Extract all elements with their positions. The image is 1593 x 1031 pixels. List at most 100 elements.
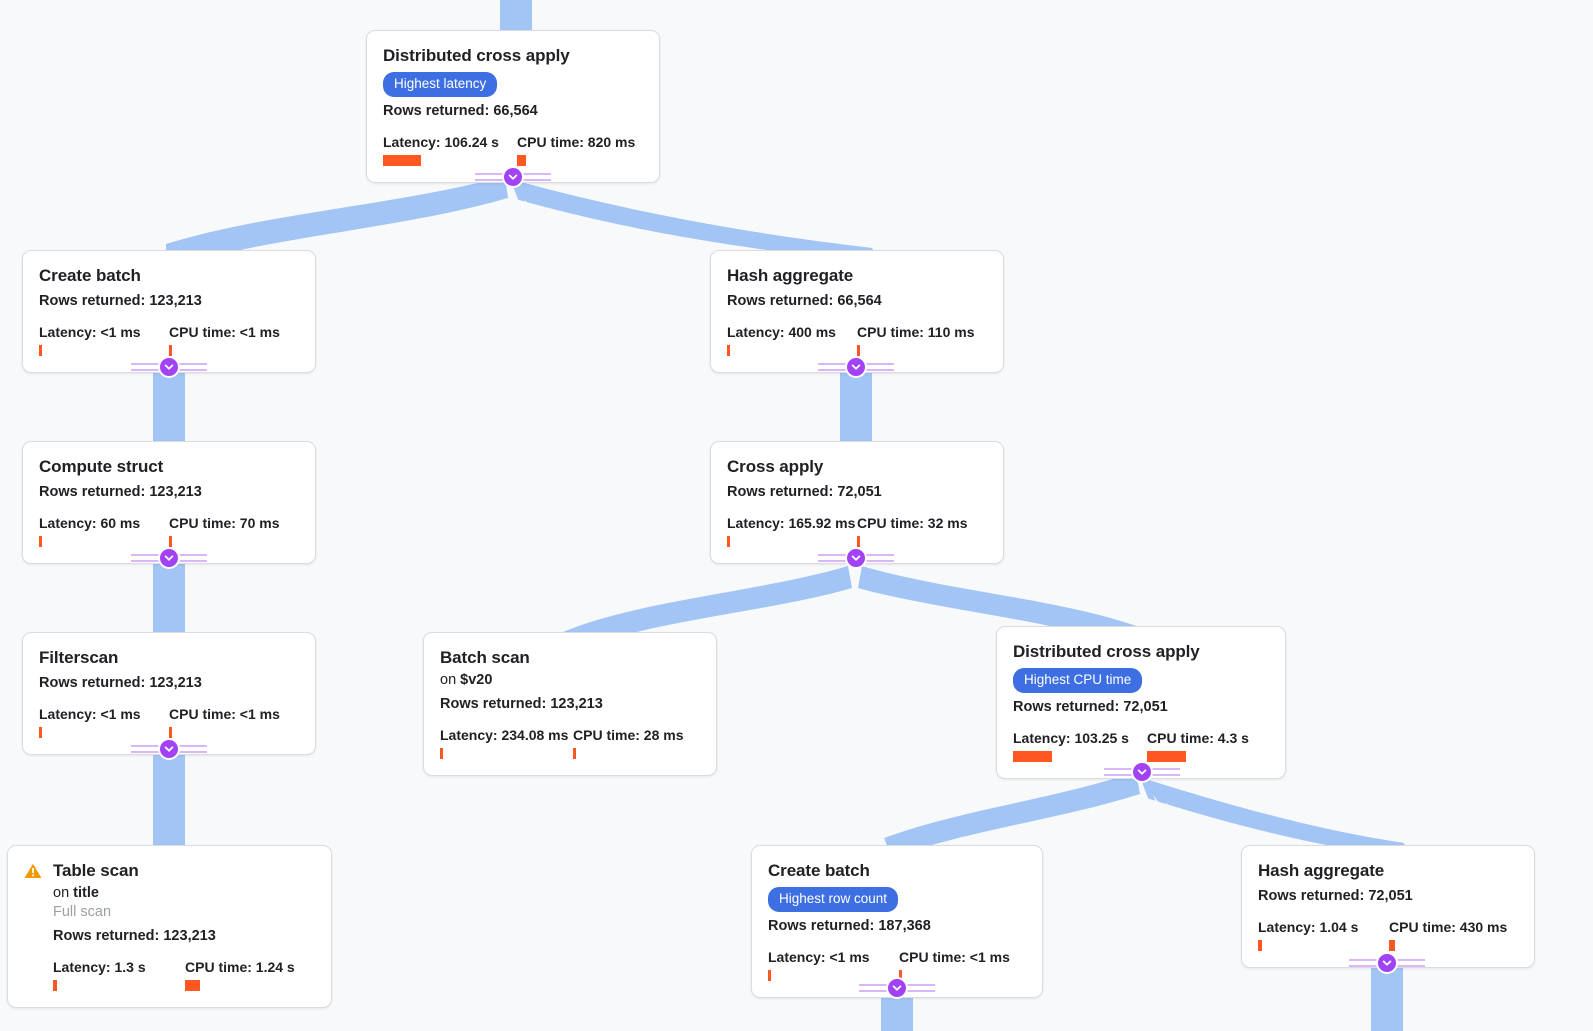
collapse-toggle-create-batch-lower[interactable] [859,976,935,1000]
latency-metric: Latency: 60 ms [39,515,169,547]
latency-metric: Latency: 1.04 s [1258,919,1389,951]
warning-triangle-icon [24,863,42,884]
latency-bar [53,980,57,991]
node-title: Hash aggregate [1258,861,1385,880]
chevron-down-icon [1376,952,1398,974]
latency-label: Latency: 106.24 s [383,134,499,150]
plan-node-cross-apply[interactable]: Cross apply Rows returned: 72,051 Latenc… [710,441,1004,564]
latency-bar [39,345,42,356]
cpu-time-bar [517,155,526,166]
chevron-down-icon [158,738,180,760]
plan-node-hash-aggregate-lower[interactable]: Hash aggregate Rows returned: 72,051 Lat… [1241,845,1535,968]
rows-returned: Rows returned: 66,564 [727,293,882,309]
chevron-down-icon [158,356,180,378]
cpu-time-bar [1147,751,1186,762]
latency-metric: Latency: 1.3 s [53,959,185,991]
cpu-time-bar [169,727,172,738]
collapse-toggle-distributed-cross-apply-root[interactable] [475,165,551,189]
cpu-metric: CPU time: <1 ms [169,324,280,356]
latency-bar [440,748,443,759]
on-prefix: on [53,885,74,901]
chevron-down-icon [845,356,867,378]
latency-bar [727,345,730,356]
cpu-metric: CPU time: 4.3 s [1147,730,1249,762]
rows-returned: Rows returned: 123,213 [440,696,603,712]
node-title: Compute struct [39,457,164,476]
cpu-time-label: CPU time: 110 ms [857,324,975,340]
cpu-time-bar [857,345,860,356]
plan-node-hash-aggregate-upper[interactable]: Hash aggregate Rows returned: 66,564 Lat… [710,250,1004,373]
collapse-toggle-hash-aggregate-upper[interactable] [818,355,894,379]
cpu-time-label: CPU time: 4.3 s [1147,730,1249,746]
target-name: title [73,885,99,901]
cpu-metric: CPU time: 28 ms [573,727,683,759]
status-badge: Highest row count [768,887,899,912]
metrics: Latency: <1 ms CPU time: <1 ms [39,706,299,738]
plan-node-distributed-cross-apply-lower[interactable]: Distributed cross apply Highest CPU time… [996,626,1286,779]
collapse-toggle-distributed-cross-apply-lower[interactable] [1104,760,1180,784]
collapse-toggle-hash-aggregate-lower[interactable] [1349,951,1425,975]
plan-node-batch-scan[interactable]: Batch scan on $v20 Rows returned: 123,21… [423,632,717,776]
cpu-metric: CPU time: 820 ms [517,134,635,166]
collapse-toggle-cross-apply[interactable] [818,546,894,570]
node-title: Create batch [768,861,870,880]
cpu-metric: CPU time: <1 ms [899,949,1010,981]
latency-label: Latency: 60 ms [39,515,141,531]
cpu-time-bar [169,536,172,547]
plan-node-filterscan[interactable]: Filterscan Rows returned: 123,213 Latenc… [22,632,316,755]
latency-metric: Latency: 400 ms [727,324,857,356]
on-prefix: on [440,672,461,688]
plan-node-compute-struct[interactable]: Compute struct Rows returned: 123,213 La… [22,441,316,564]
rows-returned: Rows returned: 123,213 [39,484,202,500]
cpu-time-label: CPU time: <1 ms [169,706,280,722]
cpu-metric: CPU time: 32 ms [857,515,967,547]
metrics: Latency: 165.92 ms CPU time: 32 ms [727,515,987,547]
metrics: Latency: 400 ms CPU time: 110 ms [727,324,987,356]
latency-bar [727,536,730,547]
latency-label: Latency: <1 ms [39,324,141,340]
node-title: Batch scan [440,648,530,667]
cpu-metric: CPU time: 110 ms [857,324,975,356]
scan-note: Full scan [53,904,112,920]
cpu-time-label: CPU time: 32 ms [857,515,968,531]
rows-returned: Rows returned: 123,213 [39,293,202,309]
rows-returned: Rows returned: 123,213 [53,928,216,944]
latency-label: Latency: 1.04 s [1258,919,1359,935]
rows-returned: Rows returned: 72,051 [727,484,882,500]
cpu-time-bar [169,345,172,356]
status-badge: Highest CPU time [1013,668,1143,693]
rows-returned: Rows returned: 72,051 [1013,699,1168,715]
plan-node-distributed-cross-apply-root[interactable]: Distributed cross apply Highest latency … [366,30,660,183]
collapse-toggle-compute-struct[interactable] [131,546,207,570]
node-target: on $v20 [440,671,700,690]
rows-returned: Rows returned: 123,213 [39,675,202,691]
node-title: Distributed cross apply [1013,642,1200,661]
plan-node-table-scan[interactable]: Table scan on title Full scan Rows retur… [7,845,332,1008]
collapse-toggle-filterscan[interactable] [131,737,207,761]
latency-label: Latency: 1.3 s [53,959,146,975]
cpu-time-bar [573,748,576,759]
node-title: Filterscan [39,648,119,667]
cpu-time-bar [185,980,200,991]
target-name: $v20 [460,672,493,688]
latency-metric: Latency: 234.08 ms [440,727,573,759]
cpu-time-label: CPU time: 820 ms [517,134,636,150]
metrics: Latency: <1 ms CPU time: <1 ms [768,949,1026,981]
cpu-time-label: CPU time: <1 ms [169,324,280,340]
latency-bar [383,155,421,166]
rows-returned: Rows returned: 66,564 [383,103,538,119]
metrics: Latency: 106.24 s CPU time: 820 ms [383,134,643,166]
metrics: Latency: 1.3 s CPU time: 1.24 s [53,959,315,991]
plan-node-create-batch-left[interactable]: Create batch Rows returned: 123,213 Late… [22,250,316,373]
latency-metric: Latency: <1 ms [39,706,169,738]
status-badge: Highest latency [383,72,498,97]
plan-node-create-batch-lower[interactable]: Create batch Highest row count Rows retu… [751,845,1043,998]
latency-metric: Latency: 103.25 s [1013,730,1147,762]
chevron-down-icon [845,547,867,569]
cpu-time-label: CPU time: 430 ms [1389,919,1508,935]
cpu-time-label: CPU time: <1 ms [899,949,1010,965]
collapse-toggle-create-batch-left[interactable] [131,355,207,379]
latency-bar [1258,940,1262,951]
latency-label: Latency: 103.25 s [1013,730,1129,746]
